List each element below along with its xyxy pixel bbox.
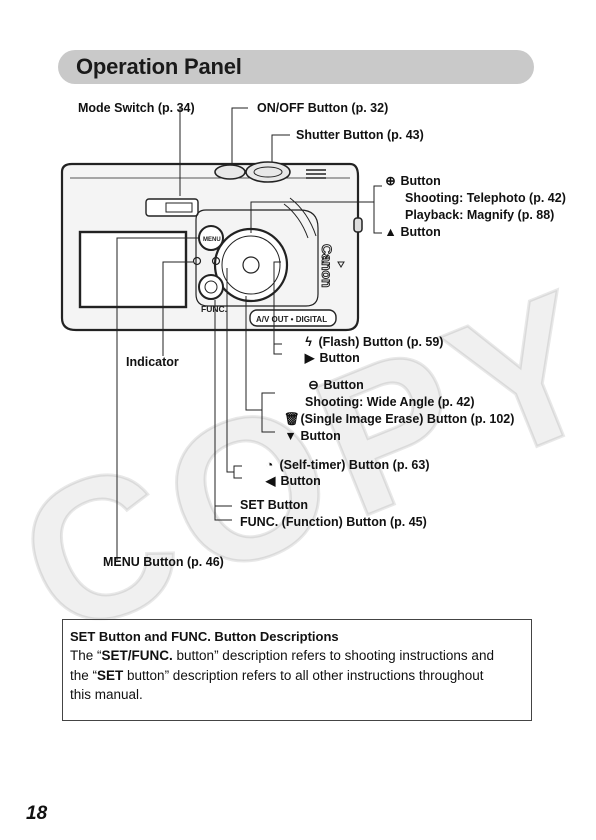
magnify-minus-icon: ⊖ <box>308 378 319 392</box>
camera-brand: Canon <box>319 244 335 288</box>
onoff-button-shape <box>214 164 246 180</box>
zoom-in-button-label: ⊕ Button <box>385 174 441 188</box>
lcd-screen <box>78 230 188 309</box>
flash-direction-button-label: ▶ Button <box>304 351 360 365</box>
flash-icon: ϟ <box>305 335 312 349</box>
flash-button-label: ϟ (Flash) Button (p. 59) <box>302 335 443 350</box>
page-title: Operation Panel <box>76 54 242 79</box>
control-pad <box>213 227 289 303</box>
func-button-shape <box>198 274 224 300</box>
left-button-label: ◀ Button <box>265 474 321 488</box>
mode-switch-shape <box>145 198 199 217</box>
section-header: Operation Panel <box>58 50 534 84</box>
print-share-icon: ▲ <box>384 225 397 239</box>
zoom-in-shooting: Shooting: Telephoto (p. 42) <box>405 191 566 205</box>
down-button-label: ▼ Button <box>284 429 341 443</box>
onoff-button-label: ON/OFF Button (p. 32) <box>257 101 389 115</box>
description-note-box: SET Button and FUNC. Button Descriptions… <box>62 619 532 721</box>
magnify-plus-icon: ⊕ <box>385 174 396 188</box>
func-button-label: FUNC. (Function) Button (p. 45) <box>240 515 427 529</box>
indicator-label: Indicator <box>126 355 179 369</box>
set-button-label: SET Button <box>240 498 309 512</box>
shutter-button-shape <box>245 161 291 183</box>
note-title: SET Button and FUNC. Button Descriptions <box>70 629 339 644</box>
down-arrow-icon: ▼ <box>284 429 297 443</box>
menu-button-label: MENU Button (p. 46) <box>103 555 224 569</box>
note-body: The “SET/FUNC. button” description refer… <box>70 648 494 702</box>
left-arrow-icon: ◀ <box>265 474 276 488</box>
selftimer-icon: ◔ <box>265 458 274 472</box>
camera-av-label: A/V OUT • DIGITAL <box>256 315 327 324</box>
page-number: 18 <box>26 803 48 824</box>
zoom-out-shooting: Shooting: Wide Angle (p. 42) <box>305 395 475 409</box>
print-button-label: ▲ Button <box>384 225 441 239</box>
av-out-cover <box>249 309 337 327</box>
erase-button-label: 🗑 (Single Image Erase) Button (p. 102) <box>284 412 515 426</box>
trash-icon: 🗑 <box>284 412 300 426</box>
shutter-button-label: Shutter Button (p. 43) <box>296 128 424 142</box>
zoom-in-playback: Playback: Magnify (p. 88) <box>405 208 555 222</box>
zoom-out-button-label: ⊖ Button <box>308 378 364 392</box>
selftimer-button-label: ◔ (Self-timer) Button (p. 63) <box>263 458 430 473</box>
right-arrow-icon: ▶ <box>304 351 315 365</box>
mode-switch-label: Mode Switch (p. 34) <box>78 101 195 115</box>
camera-menu-label: MENU <box>203 237 221 243</box>
camera-func-label: FUNC. <box>201 304 227 314</box>
